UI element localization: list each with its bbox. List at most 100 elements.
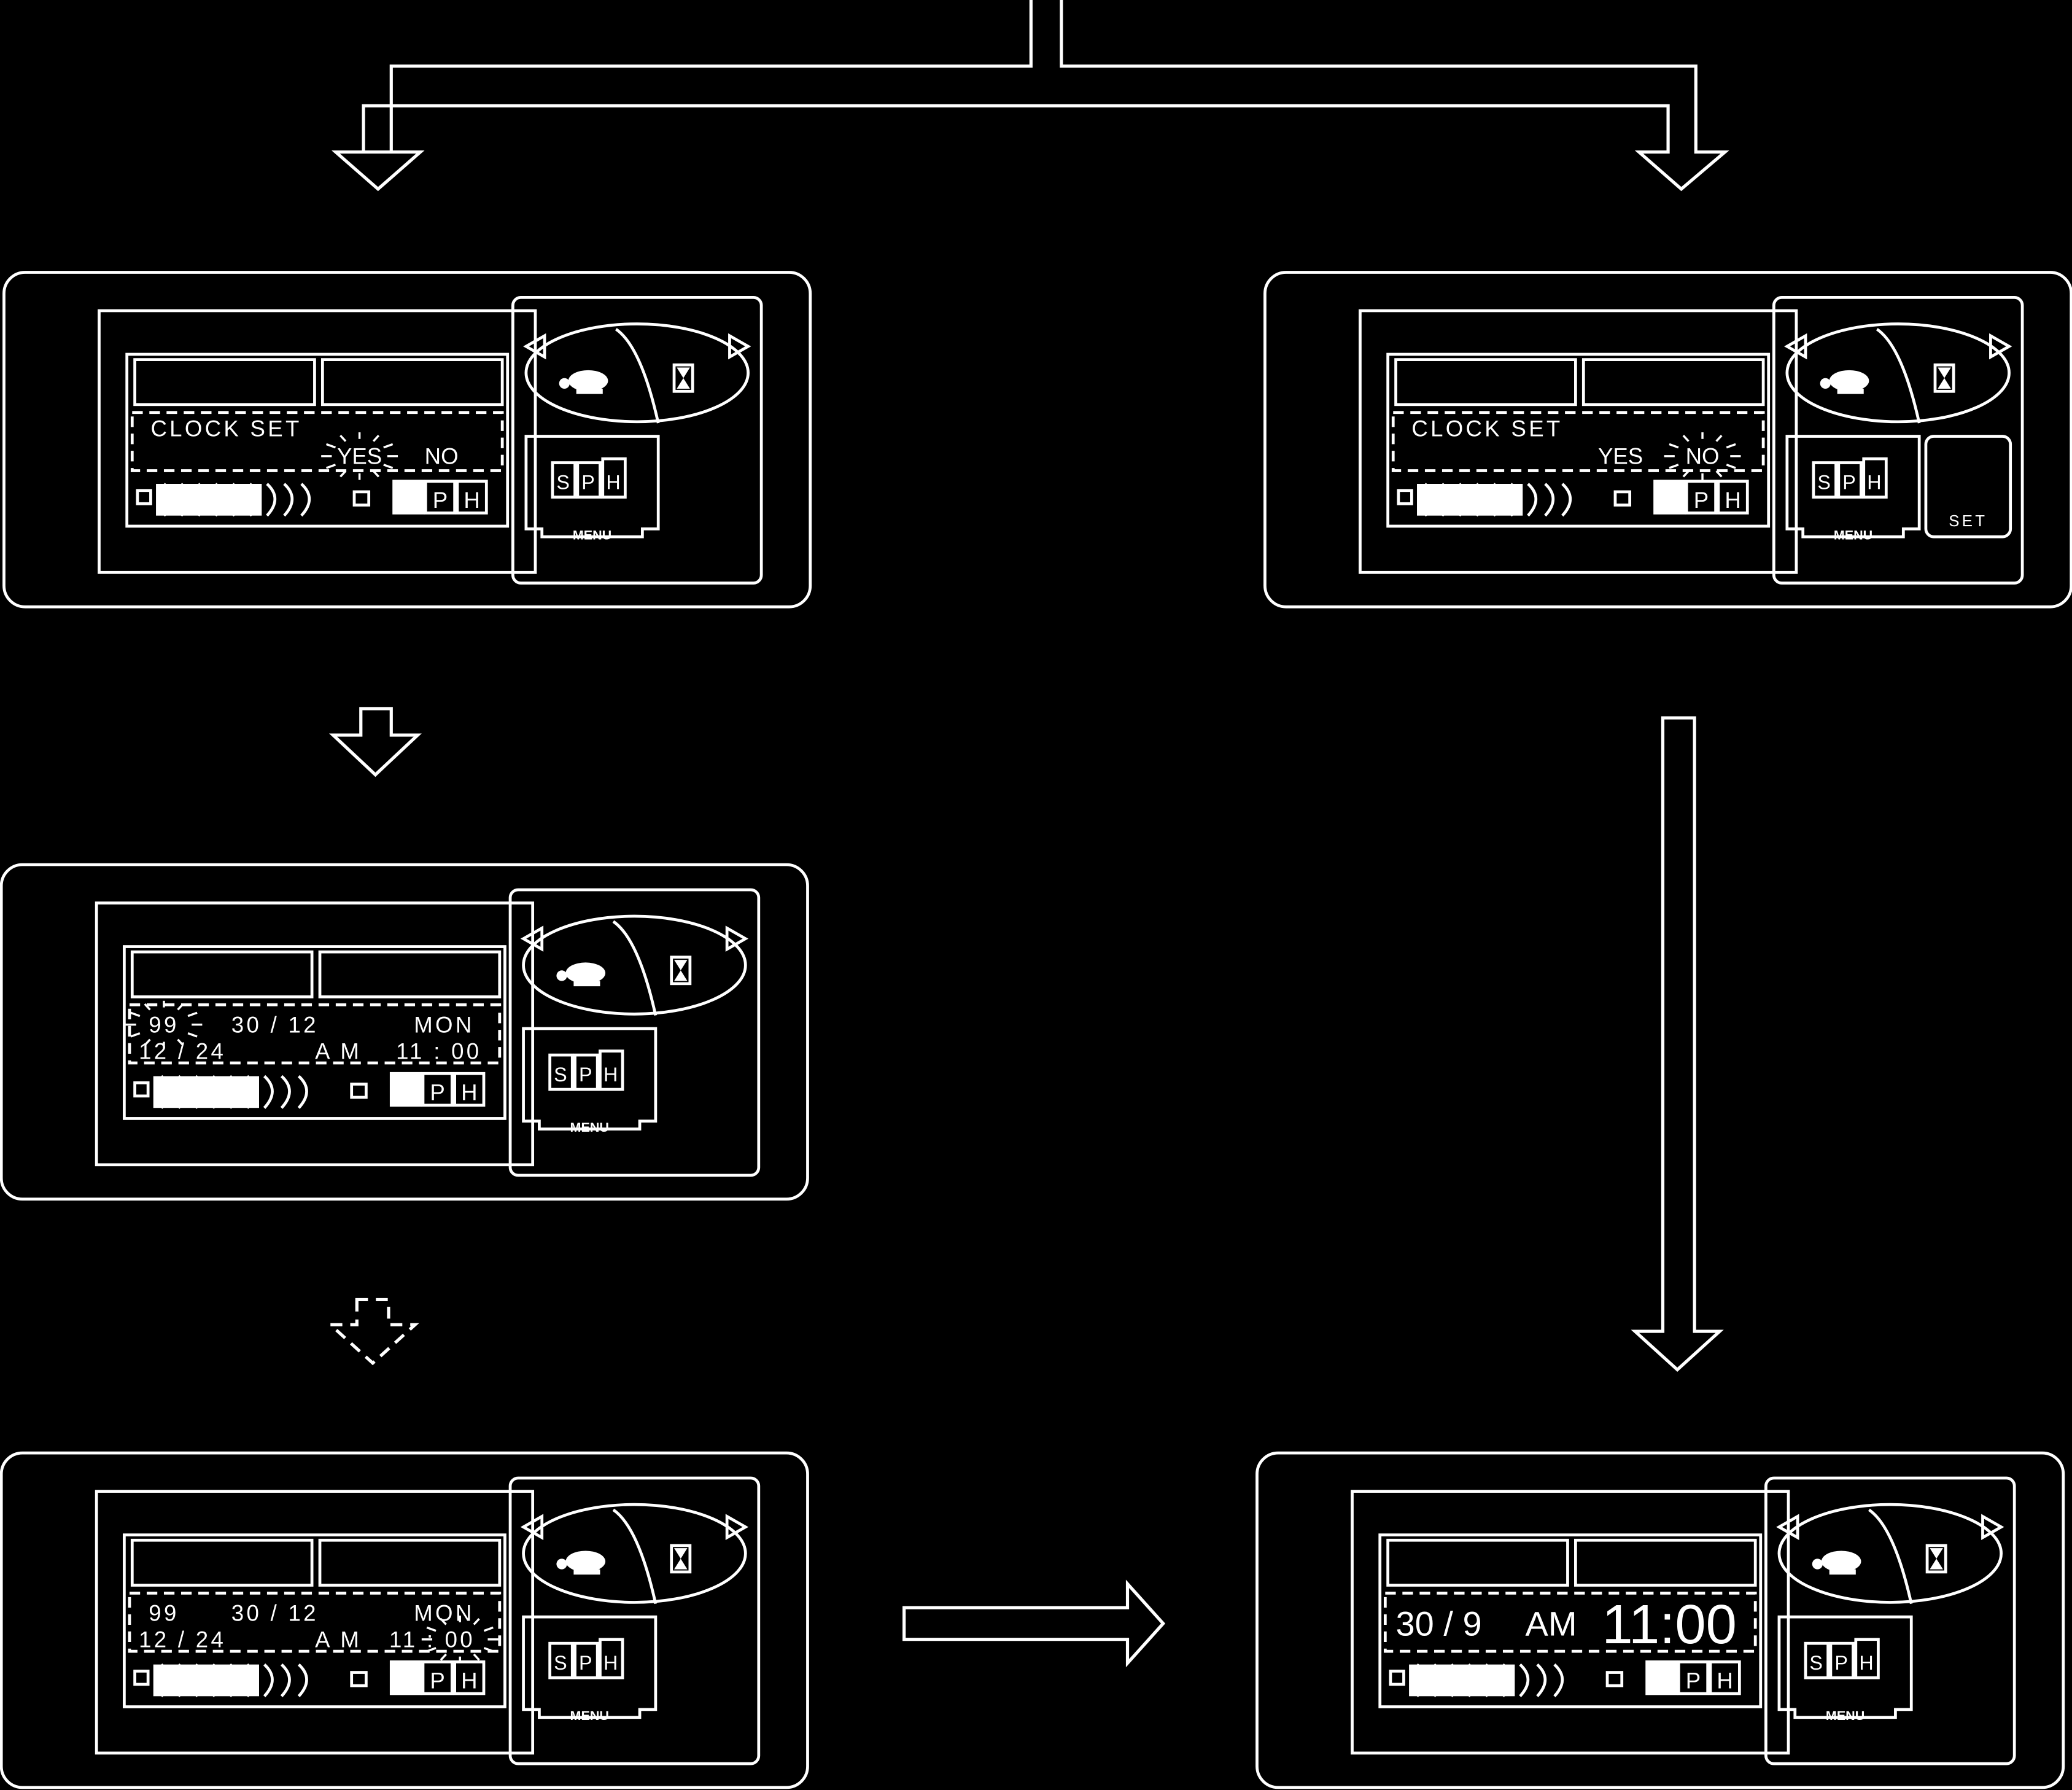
flash-ray	[1669, 464, 1679, 469]
menu-button[interactable]	[1777, 1615, 1913, 1719]
turtle-icon	[556, 1551, 606, 1575]
turtle-shell	[565, 962, 606, 984]
menu-button[interactable]	[1785, 435, 1921, 539]
hourglass-frame	[670, 1544, 692, 1574]
menu-mode-h	[599, 1638, 624, 1679]
level-bar	[1536, 1663, 1547, 1697]
no-option: NO	[425, 444, 459, 469]
clock-set-label: CLOCK SET	[150, 416, 301, 441]
turtle-icon	[559, 370, 608, 394]
mode-indicator-label: S	[398, 1668, 413, 1693]
flash-ray	[187, 1032, 198, 1038]
dial-left-arrow	[523, 333, 546, 360]
flash-ray	[383, 464, 394, 469]
menu-mode-s	[548, 1641, 574, 1679]
time-cell: A M	[315, 1627, 362, 1652]
turtle-head	[1820, 378, 1831, 389]
segment-box-left	[130, 950, 314, 998]
mode-indicator-label: P	[430, 1668, 444, 1693]
menu-button[interactable]	[524, 435, 660, 539]
turtle-head	[556, 1558, 567, 1570]
lcd-bezel	[95, 1490, 535, 1755]
turtle-icon	[1820, 370, 1869, 394]
flash-ray	[1726, 443, 1736, 449]
mode-indicator-p	[421, 1660, 454, 1695]
clock-set-label: CLOCK SET	[1411, 416, 1562, 441]
menu-button[interactable]	[522, 1027, 658, 1131]
hourglass-glass	[674, 960, 688, 981]
level-fill	[153, 1076, 259, 1108]
menu-mode-p	[576, 461, 602, 499]
hourglass-glass	[1930, 1548, 1943, 1570]
dial-left-arrow	[1784, 333, 1807, 360]
flash-ray	[144, 1003, 151, 1011]
flash-ray	[483, 1626, 494, 1632]
speed-dial[interactable]	[522, 914, 747, 1016]
flash-ray	[1715, 435, 1723, 442]
time-cell: A M	[315, 1039, 362, 1064]
tv-icon	[1389, 1670, 1405, 1686]
mode-indicator-s	[1653, 480, 1686, 515]
no-option: NO	[1686, 444, 1720, 469]
unit-frame	[1263, 271, 2072, 609]
lcd-bezel	[95, 901, 535, 1167]
speed-dial[interactable]	[524, 322, 750, 424]
segment-box-right	[320, 358, 504, 407]
lcd-screen	[1386, 352, 1771, 528]
level-bar	[1544, 483, 1554, 517]
flash-ray	[383, 443, 394, 449]
menu-mode-label: P	[579, 1064, 592, 1086]
speed-dial[interactable]	[522, 1503, 747, 1604]
flow-arrows	[326, 0, 1729, 1668]
speed-dial[interactable]	[1785, 322, 2011, 424]
menu-mode-h	[1854, 1638, 1880, 1679]
flash-ray	[1715, 470, 1723, 478]
menu-mode-label: H	[1859, 1652, 1873, 1674]
menu-button[interactable]	[522, 1615, 658, 1719]
menu-mode-s	[551, 461, 576, 499]
mode-indicator-p	[1677, 1660, 1710, 1695]
turtle-head	[559, 378, 570, 389]
flash-ray	[440, 1617, 447, 1625]
tv-icon	[133, 1081, 150, 1098]
menu-mode-p	[573, 1641, 599, 1679]
lcd-bezel	[98, 309, 537, 574]
date-cell: MON	[414, 1012, 474, 1037]
time-cell: 00	[445, 1627, 475, 1652]
menu-mode-label: P	[1842, 472, 1856, 494]
hourglass-glass	[674, 1548, 688, 1570]
level-bars	[156, 483, 311, 517]
unit-frame	[0, 863, 809, 1201]
mode-indicator-label: H	[461, 1668, 477, 1693]
dashed-text-area	[1391, 411, 1765, 472]
menu-mode-label: S	[1817, 472, 1831, 494]
dial-divider	[1868, 1508, 1913, 1605]
turtle-head	[1812, 1558, 1823, 1570]
dashed-text-area	[130, 411, 504, 472]
menu-mode-p	[1837, 461, 1863, 499]
hourglass-glass	[677, 367, 690, 389]
mode-indicator-label: H	[461, 1080, 477, 1105]
level-bar	[300, 483, 311, 517]
mode-indicator-h	[456, 480, 488, 515]
battery-icon	[350, 1083, 368, 1099]
hourglass-glass	[1938, 367, 1951, 389]
flash-ray	[1669, 443, 1679, 449]
mode-indicator-h	[453, 1660, 486, 1695]
menu-label: MENU	[1826, 1708, 1864, 1723]
flash-ray	[426, 1647, 437, 1652]
hourglass-frame	[1933, 363, 1955, 393]
hourglass-icon	[670, 1544, 692, 1574]
set-button[interactable]	[1924, 435, 2012, 539]
flash-ray	[426, 1626, 437, 1632]
speed-dial[interactable]	[1777, 1503, 2003, 1604]
level-bar	[297, 1075, 308, 1109]
level-bar	[1553, 1663, 1564, 1697]
turtle-feet	[1829, 1569, 1856, 1575]
mode-indicator-label: H	[464, 488, 479, 513]
flash-ray	[187, 1011, 198, 1018]
control-panel	[511, 296, 763, 585]
